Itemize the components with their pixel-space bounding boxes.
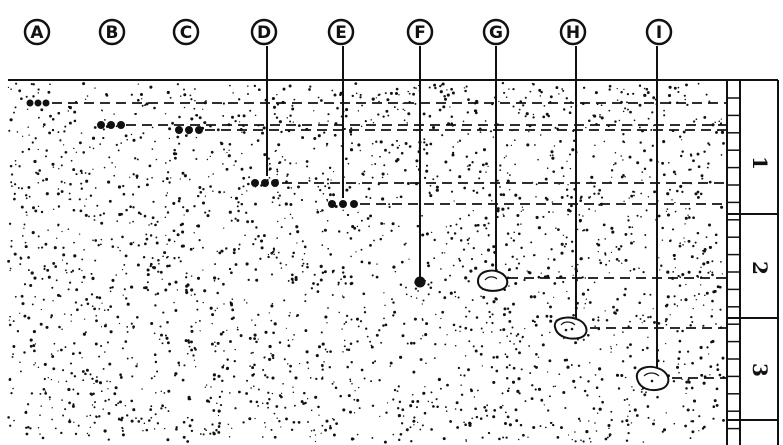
marker-label-c: C [180,23,192,43]
seed-cluster-d [251,179,279,187]
marker-label-i: I [656,23,662,43]
marker-label-d: D [257,23,271,43]
scale-label-2-group: 2 [748,261,772,275]
seed-cluster-c [175,126,203,134]
pea-seed-f [415,277,426,288]
soil-texture [7,82,725,444]
marker-g: G [478,20,508,291]
scale-label-3: 3 [748,363,772,377]
marker-f: F [408,20,432,288]
scale-label-1: 1 [748,156,772,170]
depth-guide-lines [52,103,726,378]
marker-a: A [25,20,50,107]
marker-b: B [97,20,125,129]
seed-cluster-a [27,100,50,107]
bean-seed-h [555,318,587,339]
marker-label-h: H [566,23,580,43]
bean-seed-i [637,367,669,390]
marker-label-f: F [414,23,426,43]
marker-label-e: E [335,23,347,43]
marker-i: I [637,20,671,390]
scale-label-2: 2 [748,261,772,275]
bean-seed-g [478,271,507,291]
seed-cluster-e [328,200,358,208]
seed-cluster-b [97,121,125,129]
marker-label-a: A [30,23,44,43]
marker-h: H [555,20,587,339]
scale-label-1-group: 1 [748,156,772,170]
marker-e: E [328,20,358,208]
marker-label-b: B [106,23,119,43]
scale-label-3-group: 3 [748,363,772,377]
marker-label-g: G [489,23,503,43]
